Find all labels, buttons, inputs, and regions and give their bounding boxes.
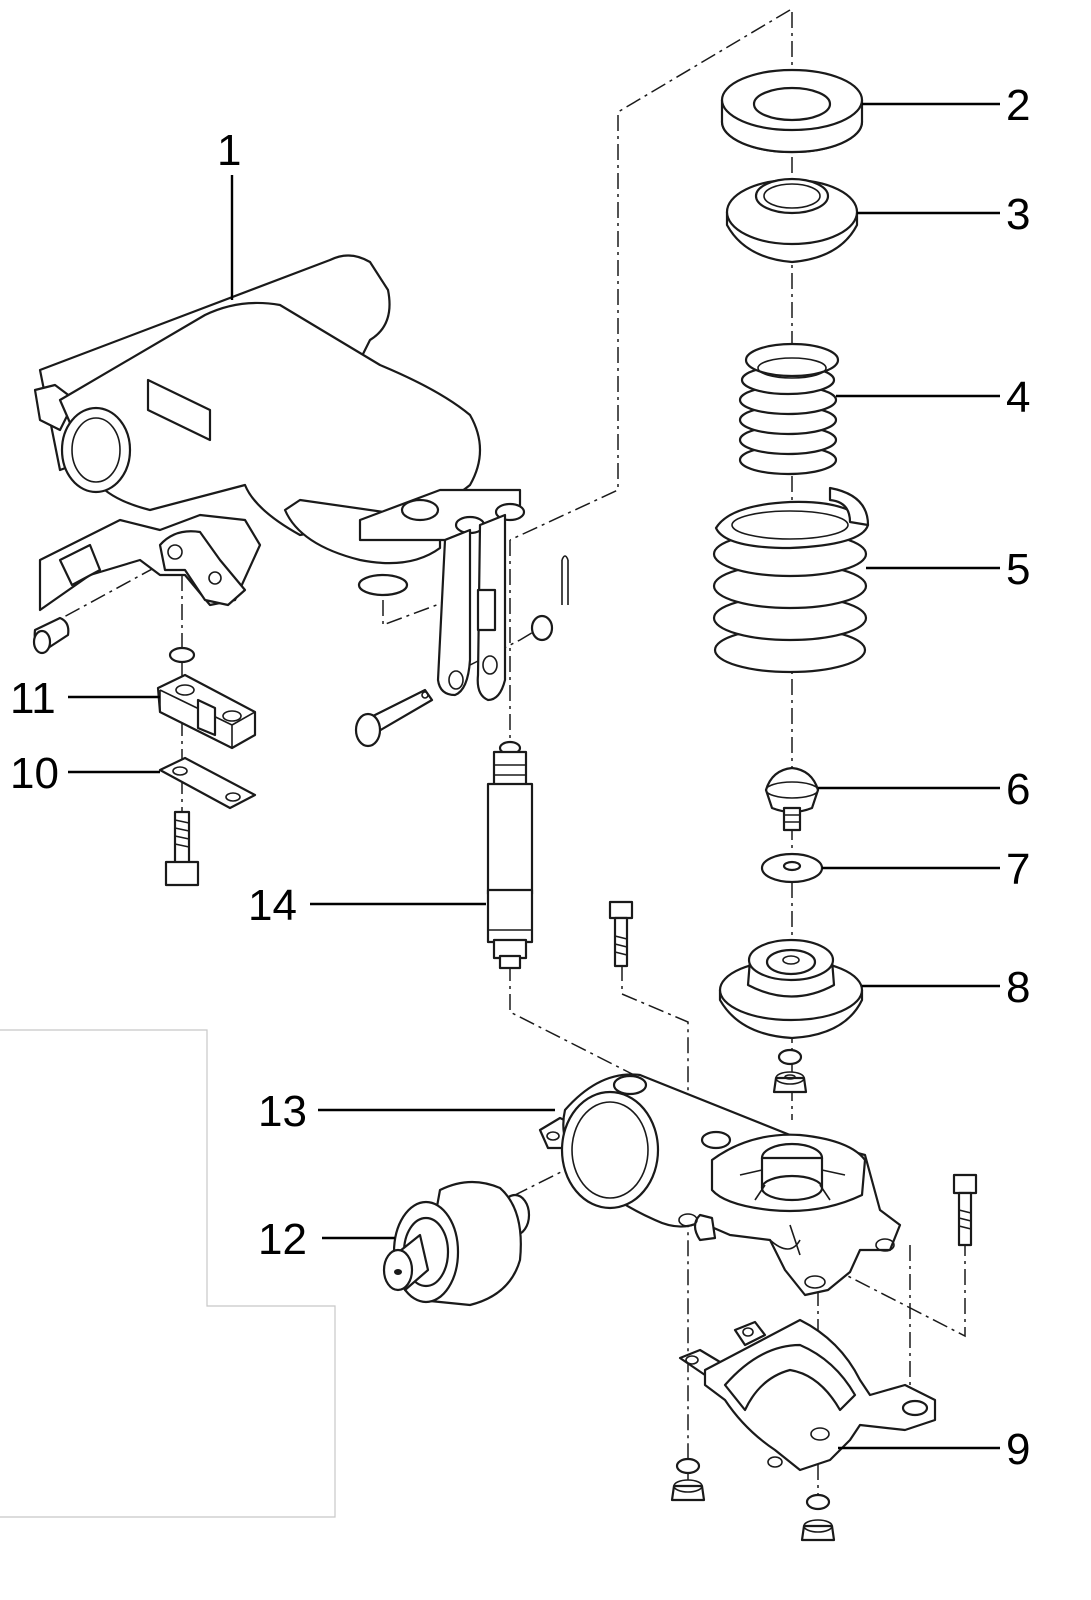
part-3-spring-cup (725, 177, 859, 264)
cotter-pin (561, 555, 569, 605)
part-8-lower-seat (718, 938, 864, 1040)
callout-4: 4 (1006, 373, 1030, 422)
nut-bottom-right (800, 1519, 836, 1542)
washer-top (168, 646, 196, 664)
washer-mid (777, 1048, 803, 1066)
nut-bottom-left (670, 1479, 706, 1502)
leader-lines (68, 102, 1000, 1450)
washer-bottom-right (805, 1493, 831, 1511)
callout-10: 10 (10, 749, 59, 798)
callout-7: 7 (1006, 845, 1030, 894)
part-5-outer-spring (712, 486, 870, 674)
callout-3: 3 (1006, 190, 1030, 239)
callout-labels: 1 2 3 4 5 6 7 8 9 10 11 12 13 14 (10, 81, 1030, 1474)
nut-mid (772, 1071, 808, 1094)
callout-9: 9 (1006, 1425, 1030, 1474)
callout-12: 12 (258, 1215, 307, 1264)
callout-13: 13 (258, 1087, 307, 1136)
part-10-plate (158, 756, 257, 810)
washer-bottom-left (675, 1457, 701, 1475)
bolt-lower-left (164, 810, 200, 887)
callout-5: 5 (1006, 545, 1030, 594)
callout-14: 14 (248, 881, 297, 930)
callout-8: 8 (1006, 963, 1030, 1012)
part-14-shock-absorber (486, 740, 534, 970)
callout-6: 6 (1006, 765, 1030, 814)
part-7-washer (760, 852, 824, 884)
clevis-pin (354, 688, 434, 748)
part-11-clamp-block (156, 673, 257, 750)
pin-washer (530, 614, 554, 642)
bolt-right (952, 1173, 978, 1247)
part-2-upper-seat (720, 68, 864, 154)
part-12-bushing (382, 1180, 531, 1307)
part-13-carrier-bracket (538, 1073, 902, 1297)
sleeve (32, 616, 70, 655)
callout-2: 2 (1006, 81, 1030, 130)
callout-1: 1 (217, 126, 241, 175)
part-9-saddle-clamp (678, 1318, 937, 1472)
bolt-upper-middle (608, 900, 634, 968)
callout-11: 11 (10, 674, 56, 723)
background-frame (0, 1029, 336, 1518)
part-1-axle-housing (33, 254, 526, 702)
part-6-bump-stop (764, 766, 820, 832)
part-4-inner-spring (738, 342, 840, 476)
